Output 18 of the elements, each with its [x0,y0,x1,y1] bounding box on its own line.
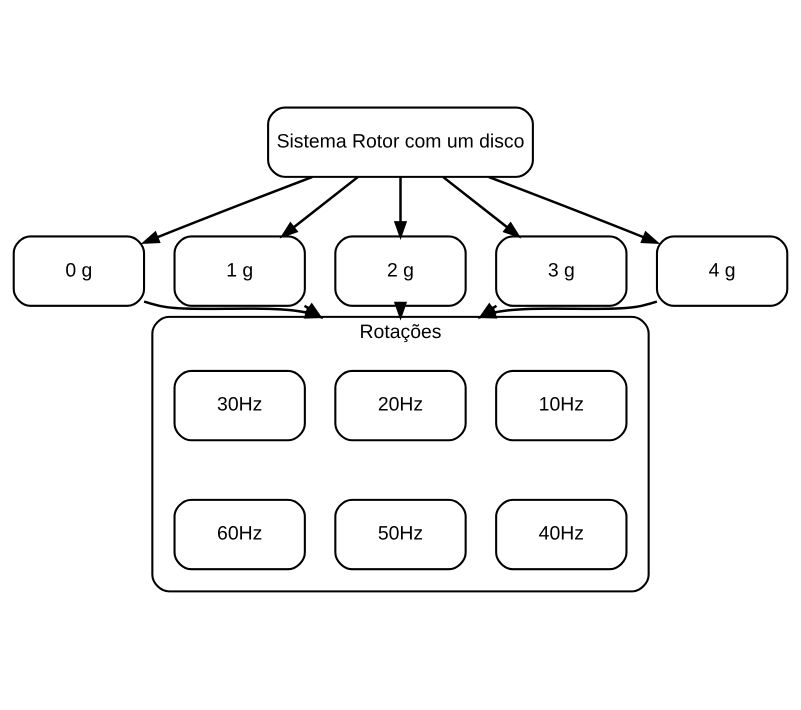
node-box: 3 g [495,235,628,307]
node-box: 4 g [656,235,788,307]
arrow [488,176,660,244]
arrow [140,176,313,244]
node-box: 40Hz [495,498,628,570]
node-box: Sistema Rotor com um disco [267,106,534,178]
node-box: 30Hz [174,370,306,442]
node-box: 10Hz [495,370,628,442]
arrow [442,176,522,238]
arrow [394,177,408,240]
node-box: 60Hz [174,498,306,570]
node-box: 0 g [12,235,146,307]
arrow [477,300,658,319]
arrow [394,302,408,321]
arrow [280,176,359,238]
node-box: 50Hz [334,498,467,570]
node-box: 1 g [174,235,306,307]
node-box: 20Hz [334,370,467,442]
